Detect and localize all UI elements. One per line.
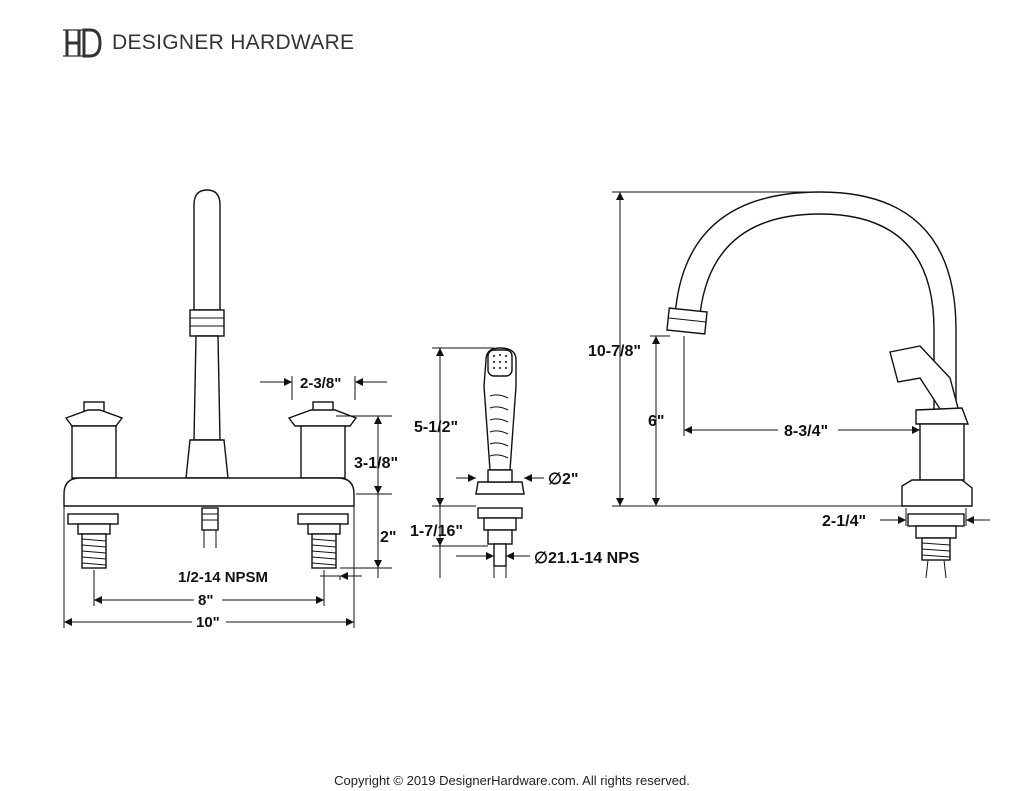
front-thread-label: 1/2-14 NPSM: [178, 569, 268, 586]
side-overall-height-label: 10-7/8": [588, 343, 641, 360]
side-dimension-labels: 10-7/8" 6" 8-3/4" 2-1/4": [588, 343, 866, 530]
front-overall-width-label: 10": [196, 614, 220, 631]
sprayer-dimension-lines: [432, 347, 544, 578]
front-handle-width-label: 2-3/8": [300, 375, 341, 392]
copyright-footer: Copyright © 2019 DesignerHardware.com. A…: [334, 773, 690, 788]
sprayer-thread-label: ∅21.1-14 NPS: [534, 550, 640, 567]
brand-logo-icon: [63, 28, 102, 58]
sprayer-view: [475, 347, 525, 578]
side-spout-reach-label: 8-3/4": [784, 423, 828, 440]
front-view-faucet: [63, 189, 358, 569]
brand-header: DESIGNER HARDWARE: [62, 27, 354, 59]
front-dimension-lines: [63, 376, 392, 628]
side-spout-clearance-label: 6": [648, 413, 664, 430]
sprayer-height-label: 5-1/2": [414, 419, 458, 436]
brand-name: DESIGNER HARDWARE: [112, 31, 355, 54]
sprayer-dimension-labels: 5-1/2" ∅2" 1-7/16" ∅21.1-14 NPS: [410, 419, 640, 567]
side-base-depth-label: 2-1/4": [822, 513, 866, 530]
side-view-faucet: [666, 191, 973, 579]
front-handle-height-label: 3-1/8": [354, 455, 398, 472]
side-dimension-lines: [612, 191, 990, 526]
front-center-spacing-label: 8": [198, 592, 213, 609]
sprayer-shank-length-label: 1-7/16": [410, 523, 463, 540]
sprayer-diameter-label: ∅2": [548, 471, 578, 488]
front-dimension-labels: 2-3/8" 3-1/8" 2" 1/2-14 NPSM 8" 10": [178, 375, 398, 631]
front-shank-length-label: 2": [380, 529, 396, 546]
